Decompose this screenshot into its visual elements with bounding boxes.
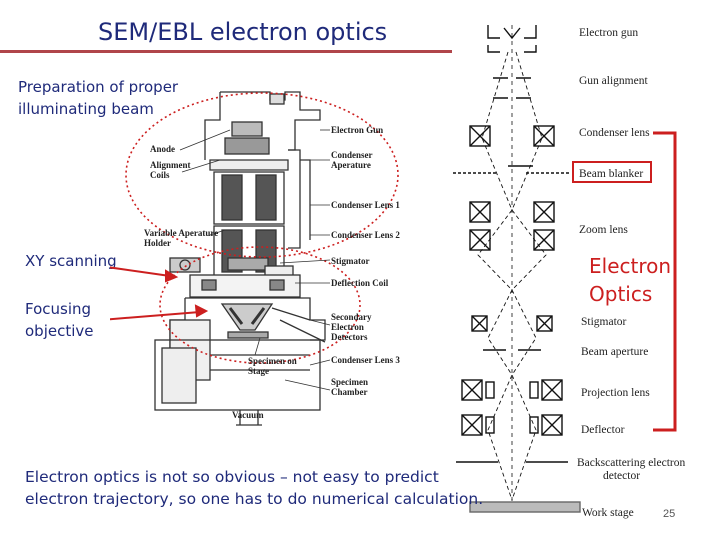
electron-optics-label: Electron Optics: [589, 254, 672, 306]
lbl-specimen-stage-2: Stage: [248, 366, 269, 376]
lbl-specimen-chamber-2: Chamber: [331, 387, 368, 397]
electron-optics-schematic: Electron gun Gun alignment Condenser len…: [453, 25, 685, 519]
lbl-alignment-coils-2: Coils: [150, 170, 170, 180]
lbl-electron-gun: Electron Gun: [331, 125, 383, 135]
lbl-condenser-lens-3: Condenser Lens 3: [331, 355, 400, 365]
lbl-condenser-lens-2: Condenser Lens 2: [331, 230, 400, 240]
lbl-condenser-aperature-2: Aperature: [331, 160, 371, 170]
opt-lbl-backscatter-1: Backscattering electron: [577, 457, 685, 469]
opt-lbl-electron-gun: Electron gun: [579, 27, 638, 39]
focusing-objective-label: Focusing objective: [25, 300, 94, 340]
lbl-stigmator: Stigmator: [331, 256, 370, 266]
opt-lbl-gun-alignment: Gun alignment: [579, 75, 648, 87]
lbl-condenser-lens-1: Condenser Lens 1: [331, 200, 400, 210]
opt-lbl-work-stage: Work stage: [582, 507, 634, 519]
opt-lbl-stigmator: Stigmator: [581, 316, 627, 328]
title-underline: [0, 50, 452, 53]
opt-lbl-backscatter-2: detector: [603, 470, 640, 482]
lbl-specimen-stage-1: Specimen on: [248, 356, 297, 366]
lbl-variable-aperature-1: Variable Aperature: [144, 228, 218, 238]
lbl-secondary-3: Detectors: [331, 332, 368, 342]
lbl-secondary-1: Secondary: [331, 312, 372, 322]
opt-lbl-beam-aperture: Beam aperture: [581, 346, 648, 358]
sem-column-diagram: Electron Gun Anode Alignment Coils Conde…: [110, 91, 400, 426]
lbl-deflection-coil: Deflection Coil: [331, 278, 389, 288]
opt-lbl-zoom-lens: Zoom lens: [579, 224, 628, 236]
xy-scanning-label: XY scanning: [25, 252, 117, 270]
opt-lbl-beam-blanker: Beam blanker: [579, 168, 643, 180]
lbl-alignment-coils-1: Alignment: [150, 160, 191, 170]
lbl-vacuum: Vacuum: [232, 410, 264, 420]
opt-lbl-condenser-lens: Condenser lens: [579, 127, 650, 139]
page-number: 25: [663, 508, 676, 520]
lbl-variable-aperature-2: Holder: [144, 238, 171, 248]
lbl-condenser-aperature-1: Condenser: [331, 150, 373, 160]
prep-beam-label: Preparation of proper illuminating beam: [18, 78, 179, 118]
bottom-note: Electron optics is not so obvious – not …: [25, 468, 484, 508]
lbl-specimen-chamber-1: Specimen: [331, 377, 368, 387]
lbl-anode: Anode: [150, 144, 175, 154]
slide-title: SEM/EBL electron optics: [98, 18, 388, 46]
opt-lbl-projection-lens: Projection lens: [581, 387, 650, 399]
lbl-secondary-2: Electron: [331, 322, 364, 332]
opt-lbl-deflector: Deflector: [581, 424, 625, 436]
